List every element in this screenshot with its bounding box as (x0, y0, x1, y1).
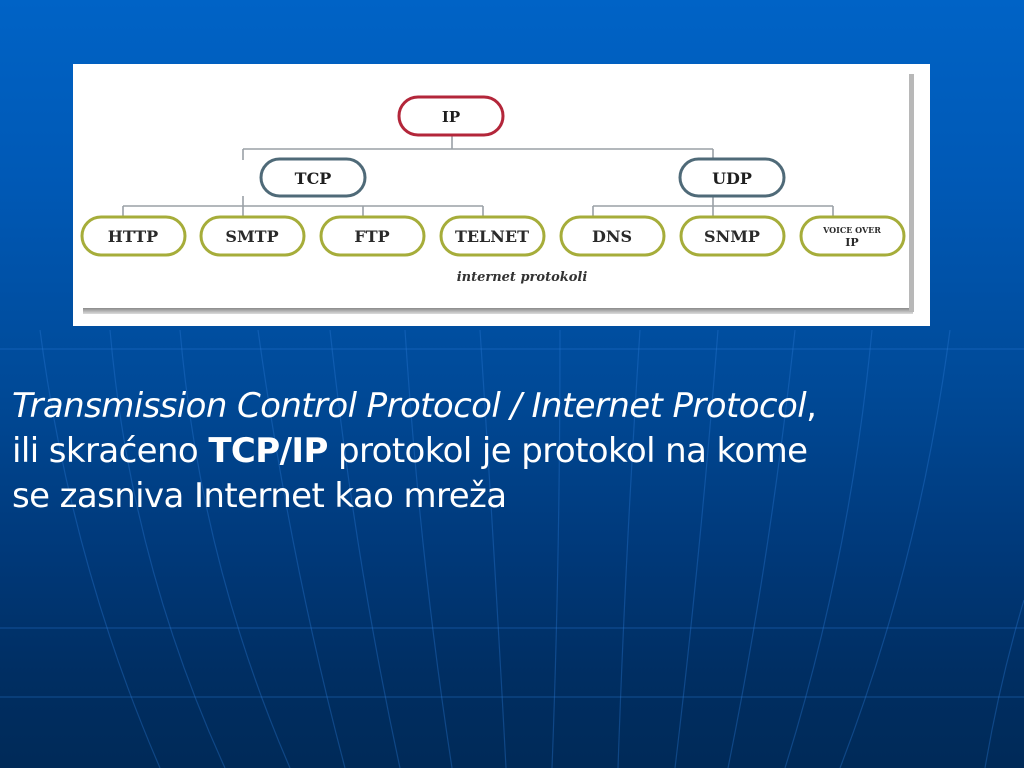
svg-text:SMTP: SMTP (225, 227, 278, 246)
svg-text:TELNET: TELNET (455, 227, 529, 246)
node-voice-over-ip: VOICE OVER IP (799, 215, 906, 257)
line2-suffix: protokol je protokol na kome (327, 431, 808, 471)
line1-comma: , (806, 386, 817, 426)
full-protocol-name: Transmission Control Protocol / Internet… (12, 386, 807, 426)
frame-bottom-shadow (83, 308, 913, 314)
svg-text:SNMP: SNMP (704, 227, 760, 246)
protocol-diagram: IP TCP UDP HTTP SMTP FTP TELNET (73, 64, 930, 326)
svg-text:VOICE OVER: VOICE OVER (822, 225, 881, 235)
node-tcp: TCP (259, 157, 367, 198)
body-line-1: Transmission Control Protocol / Internet… (12, 384, 1017, 429)
svg-text:UDP: UDP (712, 169, 752, 188)
diagram-caption: internet protokoli (457, 270, 588, 285)
connector-lines (122, 136, 834, 218)
node-smtp: SMTP (199, 215, 306, 257)
line2-prefix: ili skraćeno (12, 431, 209, 471)
node-http: HTTP (80, 215, 187, 257)
node-ip: IP (397, 95, 505, 137)
body-line-2: ili skraćeno TCP/IP protokol je protokol… (12, 429, 1017, 474)
svg-text:IP: IP (845, 236, 858, 249)
svg-text:FTP: FTP (354, 227, 389, 246)
body-text: Transmission Control Protocol / Internet… (12, 384, 1017, 519)
svg-text:DNS: DNS (592, 227, 632, 246)
frame-right-shadow (909, 74, 914, 312)
node-ftp: FTP (319, 215, 426, 257)
svg-text:HTTP: HTTP (108, 227, 158, 246)
protocol-tree: IP TCP UDP HTTP SMTP FTP TELNET (80, 74, 914, 314)
node-udp: UDP (678, 157, 786, 198)
body-line-3: se zasniva Internet kao mreža (12, 476, 507, 516)
svg-text:TCP: TCP (295, 169, 332, 188)
tcpip-bold: TCP/IP (208, 431, 328, 471)
node-snmp: SNMP (679, 215, 786, 257)
svg-text:IP: IP (442, 108, 460, 126)
node-telnet: TELNET (439, 215, 546, 257)
node-dns: DNS (559, 215, 666, 257)
